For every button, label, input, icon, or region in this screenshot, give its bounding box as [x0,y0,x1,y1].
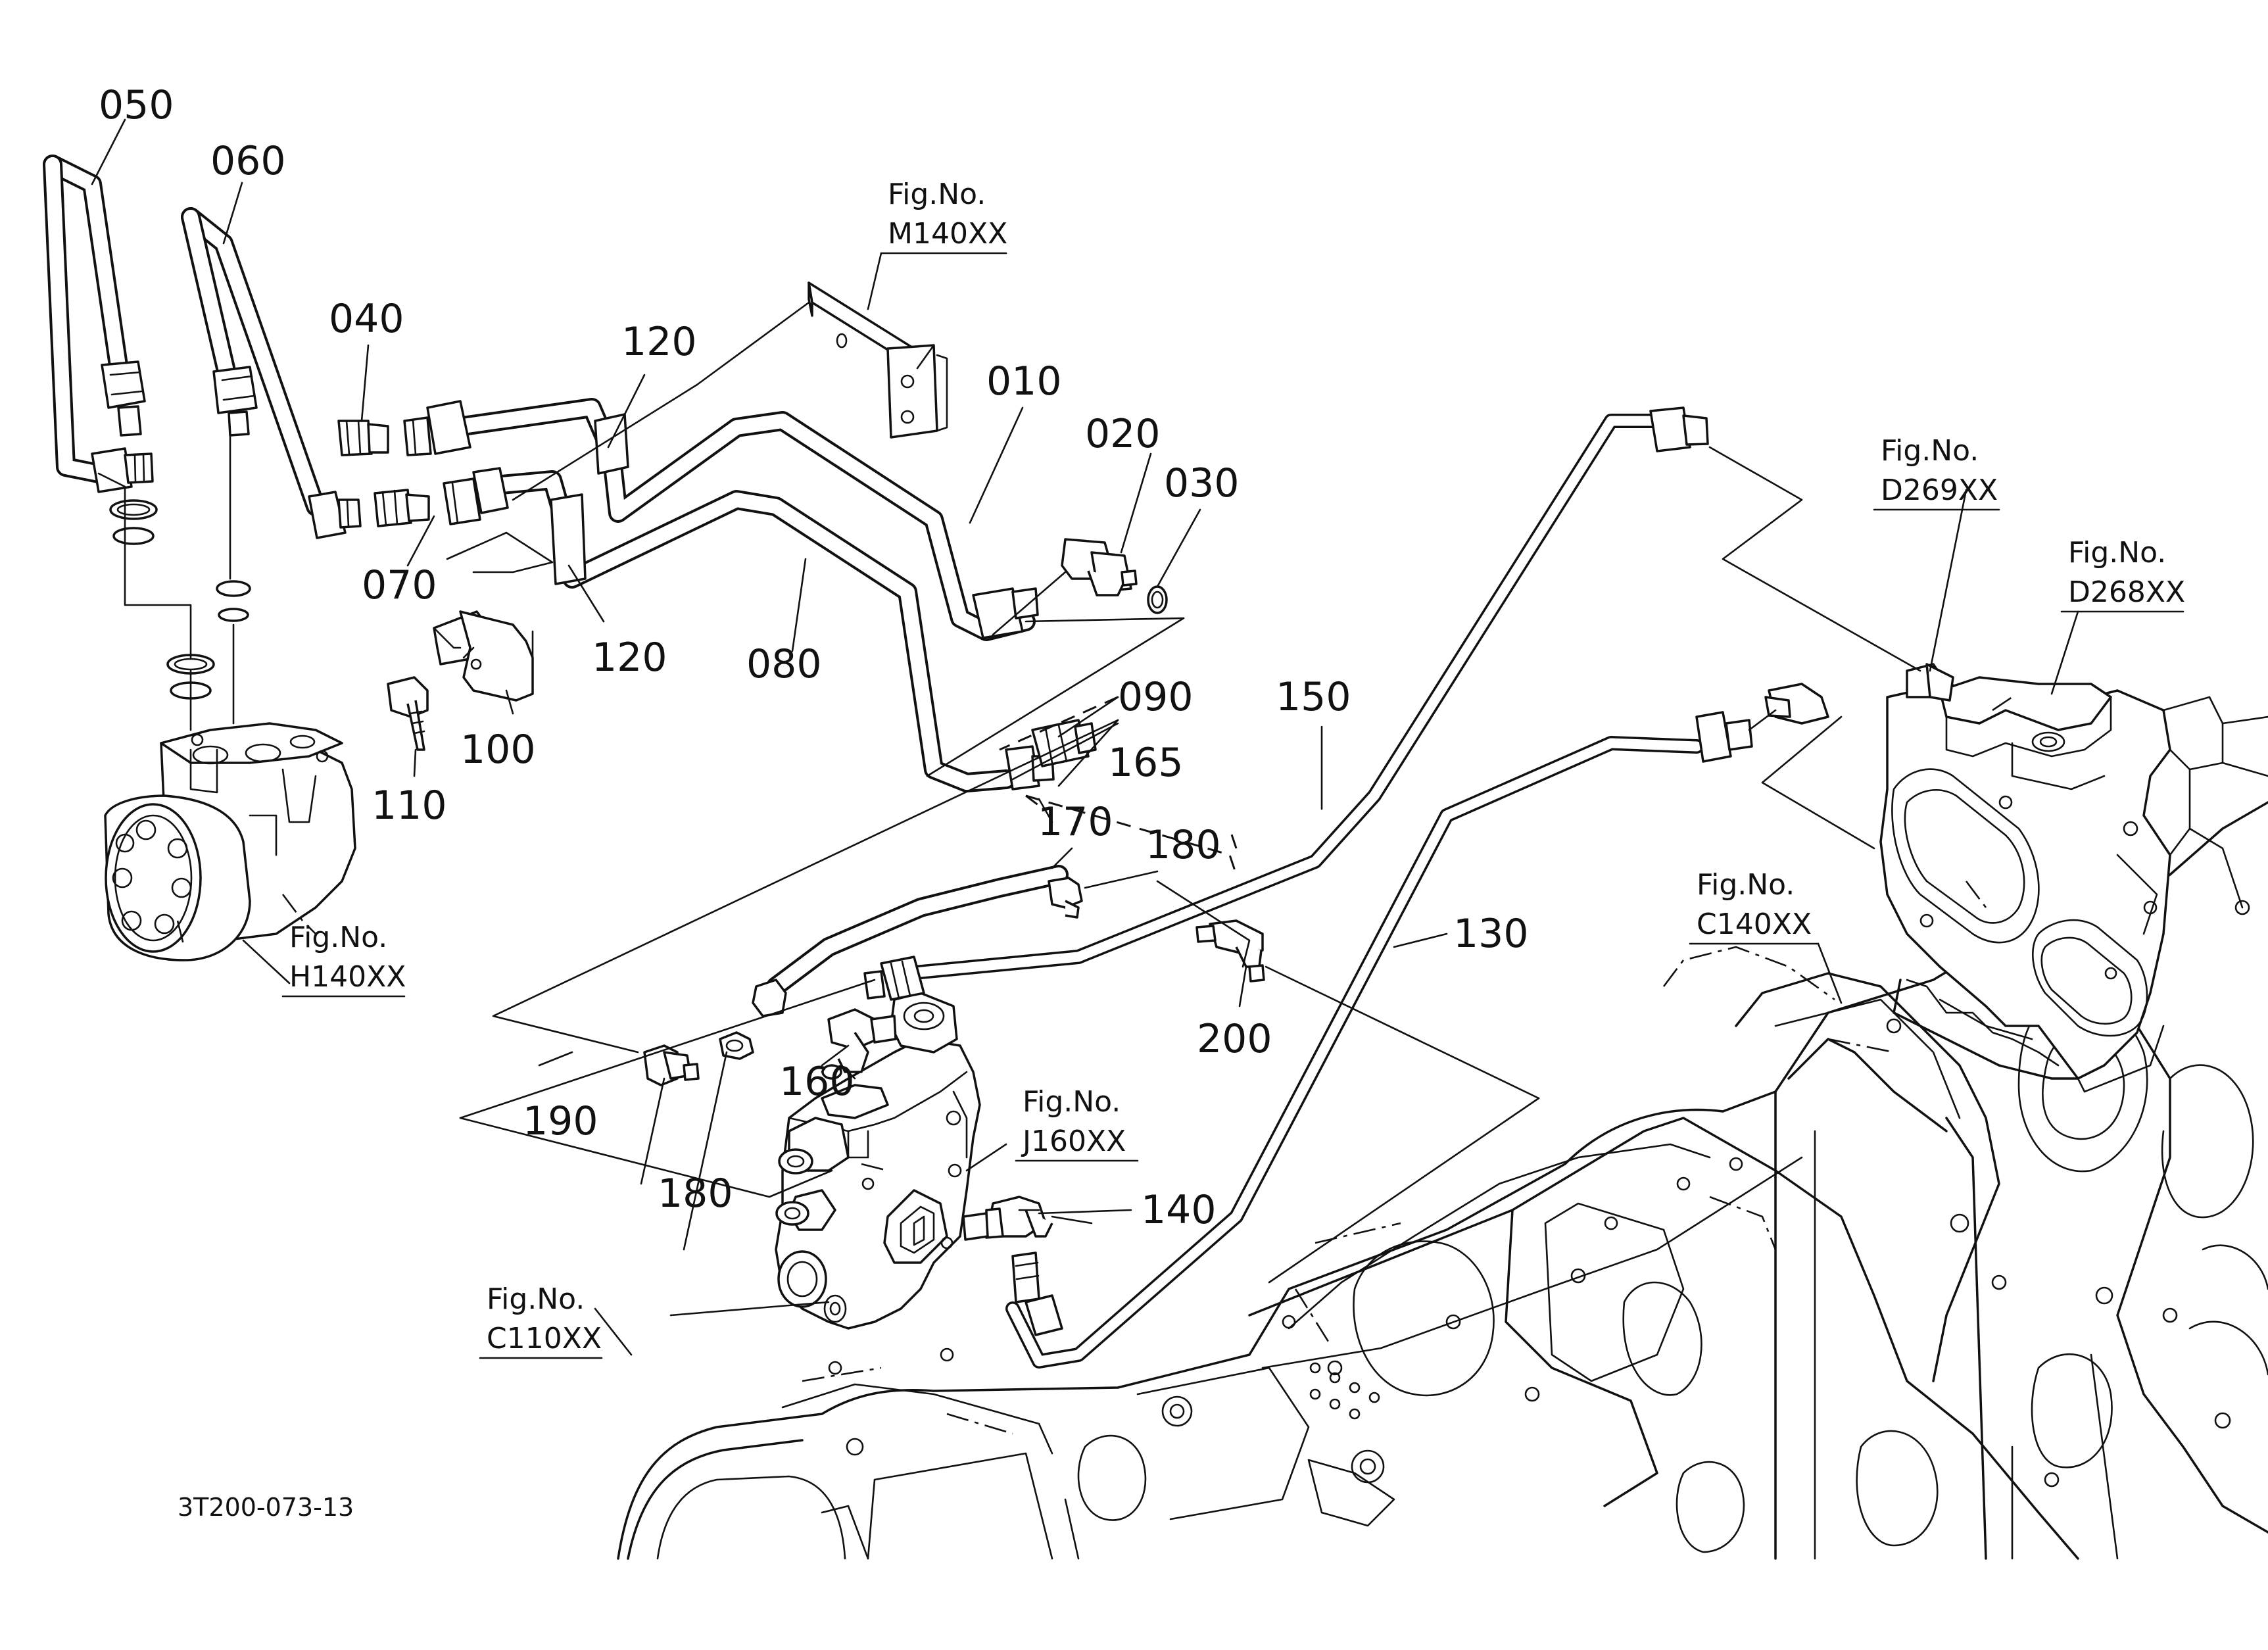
callout-040: 040 [329,296,404,342]
o-rings [109,499,251,700]
svg-text:Fig.No.: Fig.No. [1023,1085,1121,1119]
callout-100: 100 [460,727,536,773]
fig-ref-j160xx: Fig.No. J160XX [1015,1085,1139,1162]
pipe-150 [900,414,1671,981]
callout-180-top: 180 [1146,822,1221,868]
callout-010: 010 [986,358,1062,404]
leader-lines [91,118,2079,1356]
fig-ref-d268xx: Fig.No. D268XX [2060,536,2185,613]
fig-ref-d269xx: Fig.No. D269XX [1873,434,2000,511]
callout-160: 160 [779,1059,855,1105]
steering-unit-h140 [104,722,356,961]
fig-ref-c110xx: Fig.No. C110XX [479,1282,603,1359]
fig-ref-c140xx: Fig.No. C140XX [1689,868,1820,945]
hose-170 [766,865,1069,996]
svg-text:Fig.No.: Fig.No. [888,178,986,211]
fig-ref-m140xx: Fig.No. M140XX [867,178,1007,310]
fittings [91,360,1954,1336]
callout-120-bottom: 120 [592,635,667,681]
svg-text:C140XX: C140XX [1697,908,1812,941]
callout-050: 050 [99,82,174,128]
callout-090: 090 [1118,674,1194,720]
pipe-060 [181,207,345,523]
callout-020: 020 [1085,411,1161,457]
valve-housing-d268 [1879,676,2268,1093]
callout-060: 060 [210,138,286,184]
svg-text:Fig.No.: Fig.No. [2068,536,2166,570]
bracket-m140 [808,281,948,439]
callout-110: 110 [372,783,447,829]
callout-200: 200 [1197,1016,1272,1062]
callout-030: 030 [1164,460,1240,506]
svg-text:C110XX: C110XX [487,1322,602,1355]
transmission-case [617,801,2268,1560]
pipe-010 [444,398,1036,641]
svg-text:D269XX: D269XX [1881,473,1998,507]
callout-080: 080 [746,641,822,687]
svg-text:D268XX: D268XX [2068,575,2185,609]
pipe-050 [43,155,132,483]
svg-text:Fig.No.: Fig.No. [1697,868,1795,902]
callout-190: 190 [523,1098,598,1144]
svg-text:J160XX: J160XX [1021,1125,1126,1158]
callout-180-bottom: 180 [658,1171,733,1217]
drawing-number: 3T200-073-13 [178,1493,354,1522]
svg-text:Fig.No.: Fig.No. [289,921,387,954]
control-valve-j160 [775,992,981,1330]
callout-150: 150 [1276,674,1351,720]
fig-ref-h140xx: Fig.No. H140XX [281,921,406,998]
callout-130: 130 [1453,911,1529,957]
svg-text:Fig.No.: Fig.No. [487,1282,585,1316]
callout-140: 140 [1141,1187,1217,1233]
callout-165: 165 [1108,740,1184,786]
callout-120-top: 120 [621,319,697,365]
svg-text:H140XX: H140XX [289,960,406,994]
callout-170: 170 [1038,799,1113,845]
callout-070: 070 [362,562,437,608]
fig-references: Fig.No. M140XX Fig.No. H140XX Fig.No. D2… [281,178,2185,1359]
callout-labels: 050 060 040 120 010 020 030 070 120 080 … [99,82,1529,1233]
svg-text:M140XX: M140XX [888,217,1007,251]
svg-text:Fig.No.: Fig.No. [1881,434,1979,468]
pipe-130 [1005,736,1704,1369]
